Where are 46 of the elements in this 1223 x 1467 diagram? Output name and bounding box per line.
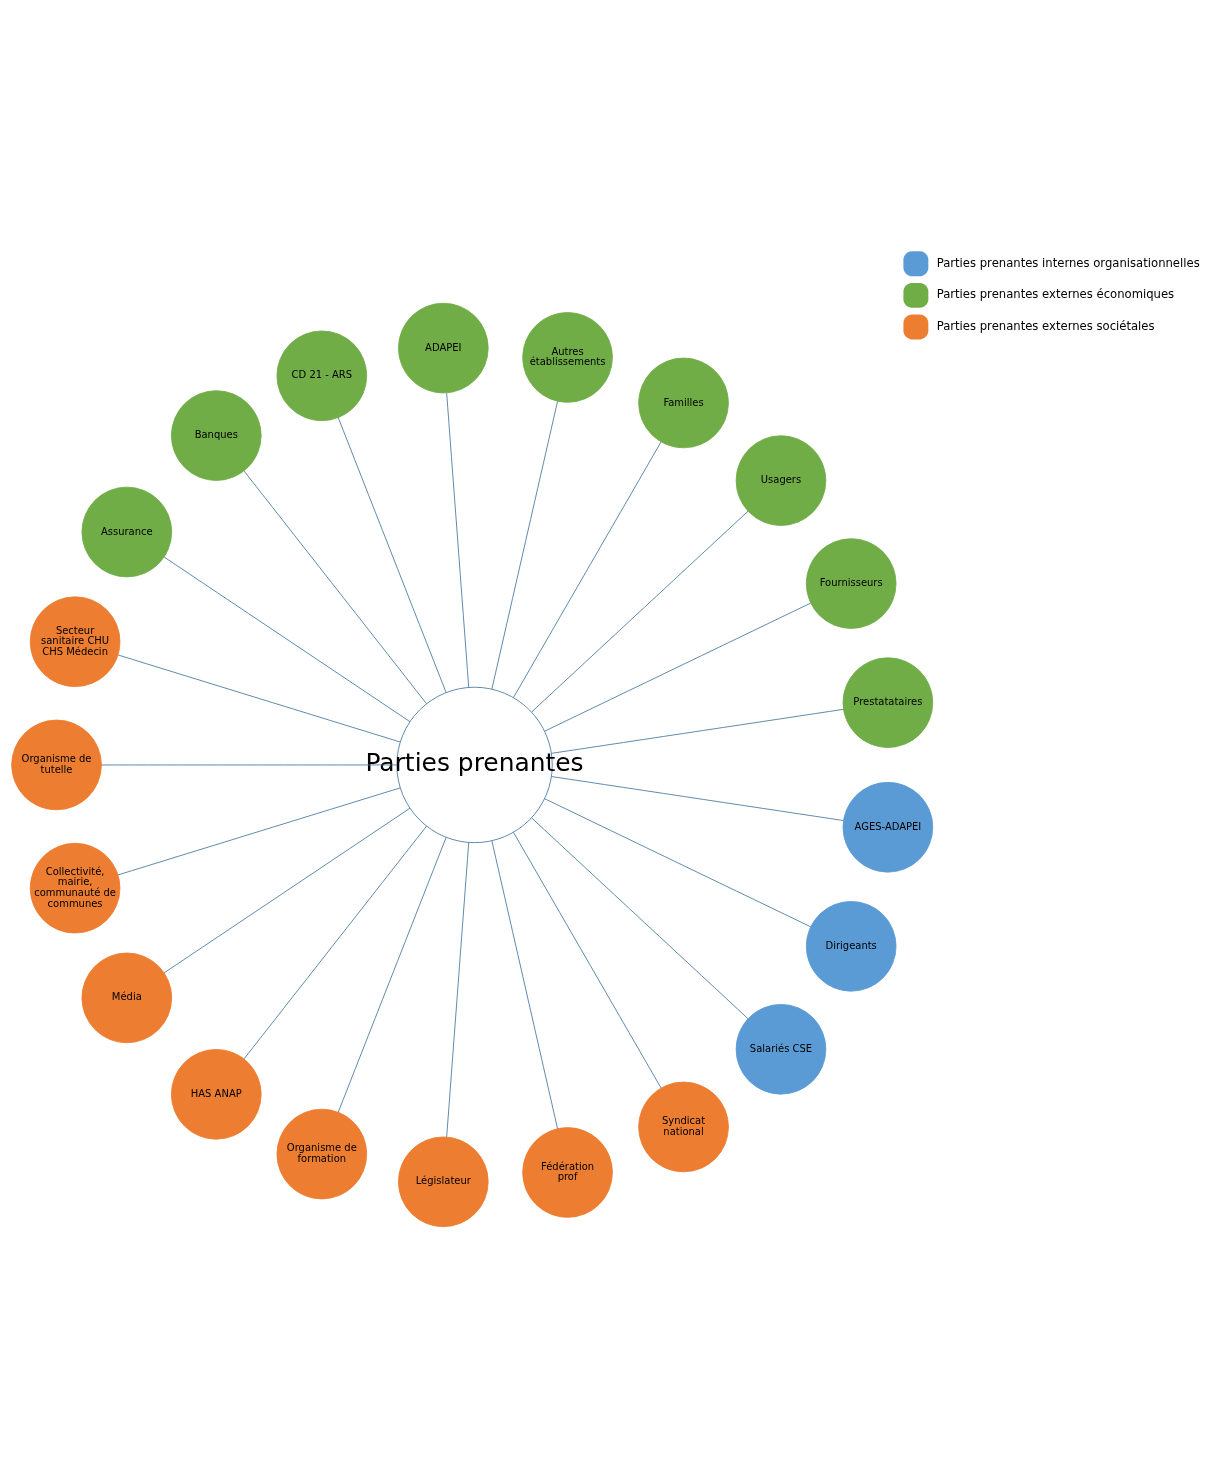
connector (544, 602, 812, 732)
node-circle: Autres établissements (522, 311, 613, 403)
connector (531, 510, 749, 712)
connector (551, 708, 844, 754)
connector (117, 654, 401, 742)
connector (337, 416, 447, 693)
node-circle: Fournisseurs (805, 537, 897, 629)
connector (491, 839, 558, 1129)
connector (491, 400, 558, 689)
node-circle: Usagers (735, 434, 827, 526)
connector (544, 797, 812, 927)
connector (513, 831, 662, 1088)
node-circle: Prestatataires (842, 656, 934, 748)
connector (446, 841, 470, 1137)
legend-label: Parties prenantes externes économiques (936, 286, 1175, 301)
connector (446, 392, 470, 688)
connector (531, 817, 749, 1019)
node-circle: Familles (638, 357, 729, 448)
node-circle: Assurance (81, 486, 173, 577)
node-circle: Fédération prof (522, 1126, 613, 1218)
connector (337, 836, 447, 1113)
node-circle: HAS ANAP (170, 1048, 262, 1140)
node-circle: Syndicat national (638, 1081, 729, 1172)
connector (117, 787, 401, 875)
node-circle: Secteur sanitaire CHU CHS Médecin (29, 595, 121, 687)
node-circle: ADAPEI (398, 302, 489, 393)
connector (243, 470, 427, 704)
node-circle: Collectivité, mairie, communauté de communes (29, 842, 121, 933)
node-circle: Salariés CSE (735, 1003, 827, 1095)
legend-label: Parties prenantes externes sociétales (936, 318, 1155, 333)
node-circle: Législateur (398, 1136, 489, 1227)
node-circle: Organisme de formation (276, 1108, 368, 1199)
connector (163, 807, 411, 973)
connector (101, 764, 398, 765)
node-circle: Banques (170, 389, 262, 481)
legend-label: Parties prenantes internes organisationnelles (936, 255, 1200, 270)
node-circle: Organisme de tutelle (11, 719, 102, 810)
node-circle: AGES-ADAPEI (842, 781, 934, 873)
node-circle: Média (81, 952, 173, 1043)
node-label: Parties prenantes (365, 747, 584, 777)
connector (163, 556, 411, 722)
connector (513, 440, 662, 698)
connector (551, 775, 844, 821)
node-circle: CD 21 - ARS (276, 330, 368, 421)
connector (243, 825, 427, 1059)
node-circle: Dirigeants (805, 900, 897, 992)
